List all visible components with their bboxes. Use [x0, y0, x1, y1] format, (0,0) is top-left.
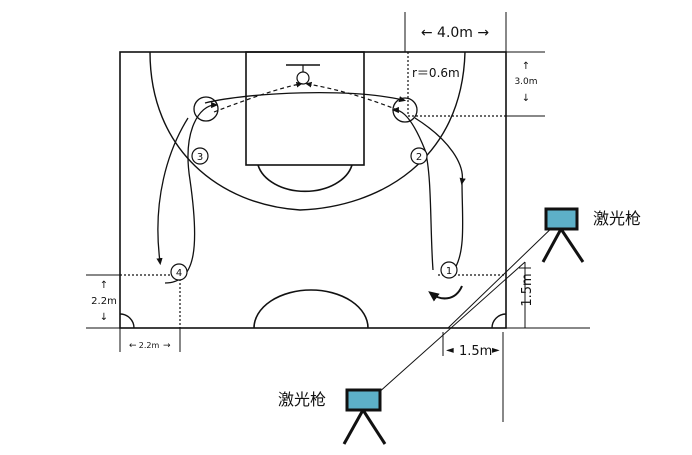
- dim-left-h-arrow-down: ↓: [100, 312, 108, 323]
- dim-left-h-label: 2.2m: [91, 296, 117, 307]
- station-4: 4: [170, 263, 188, 281]
- dim-3m-arrow-down: ↓: [522, 93, 530, 104]
- path-3-to-4: [156, 117, 189, 266]
- laser-gun-label-upper: 激光枪: [593, 209, 641, 228]
- dim-1-5m-horizontal-label: 1.5m: [459, 344, 492, 359]
- dim-3m-label: 3.0m: [514, 77, 537, 87]
- wing-circle-right: [392, 97, 418, 123]
- dim-1-5m-vertical-label: 1.5m: [520, 273, 535, 306]
- dim-left-w-arrow-left: ←: [129, 341, 137, 351]
- court-boundary: [119, 51, 507, 329]
- shot-path-left: [213, 81, 303, 113]
- wing-circle-left: [193, 96, 219, 122]
- dim-3m-arrow-up: ↑: [522, 61, 530, 72]
- path-1-to-2: [391, 106, 434, 271]
- station-1: 1: [440, 261, 458, 279]
- three-point-arc: [149, 51, 466, 211]
- station-3: 3: [191, 147, 209, 165]
- rim: [296, 71, 310, 85]
- dim-left-w-label: 2.2m: [139, 341, 160, 350]
- path-top-arc: [204, 92, 407, 104]
- dim-left-w-arrow-right: →: [163, 341, 171, 351]
- dim-1-5m-h-arrow-right: ►: [492, 345, 500, 356]
- dim-4m-label: ← 4.0m →: [421, 25, 490, 41]
- svg-text:2: 2: [416, 152, 422, 163]
- key-lane: [245, 51, 365, 166]
- laser-device-upper: [544, 207, 579, 231]
- station-2: 2: [410, 147, 428, 165]
- corner-arc-right: [491, 313, 507, 329]
- path-4-to-3: [164, 101, 219, 284]
- dim-radius-label: r＝0.6m: [412, 66, 460, 80]
- path-2-down: [414, 117, 466, 186]
- laser-device-lower: [345, 388, 382, 412]
- svg-text:4: 4: [176, 268, 182, 279]
- laser-beam-upper: [447, 219, 561, 329]
- free-throw-semicircle: [257, 164, 353, 193]
- corner-arc-left: [119, 313, 135, 329]
- svg-text:3: 3: [197, 152, 203, 163]
- shot-path-right: [305, 81, 399, 111]
- center-half-circle: [253, 289, 369, 329]
- laser-gun-lower: [342, 388, 387, 445]
- path-2-to-1: [454, 181, 464, 269]
- laser-gun-label-lower: 激光枪: [278, 390, 326, 409]
- dim-1-5m-h-arrow-left: ◄: [446, 345, 454, 356]
- laser-gun-upper: [541, 207, 585, 263]
- dim-left-h-arrow-up: ↑: [100, 280, 108, 291]
- svg-text:1: 1: [446, 266, 452, 277]
- turn-arrow: [428, 285, 463, 302]
- laser-beam-lower: [367, 261, 526, 403]
